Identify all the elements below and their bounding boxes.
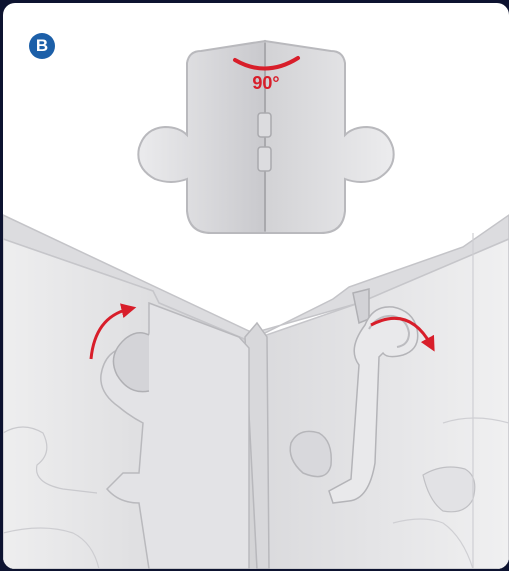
puzzle-assembly-illustration: 90°: [3, 39, 509, 569]
rotate-arrow-icon: [370, 316, 435, 352]
angle-label: 90°: [252, 73, 279, 93]
instruction-panel: 90°: [3, 3, 509, 569]
rotate-arrow-icon: [89, 303, 137, 360]
angle-arc-icon: [233, 56, 300, 71]
folded-corner-piece: 90°: [137, 39, 395, 234]
step-badge: B: [29, 33, 55, 59]
assembled-corner: [3, 214, 509, 569]
